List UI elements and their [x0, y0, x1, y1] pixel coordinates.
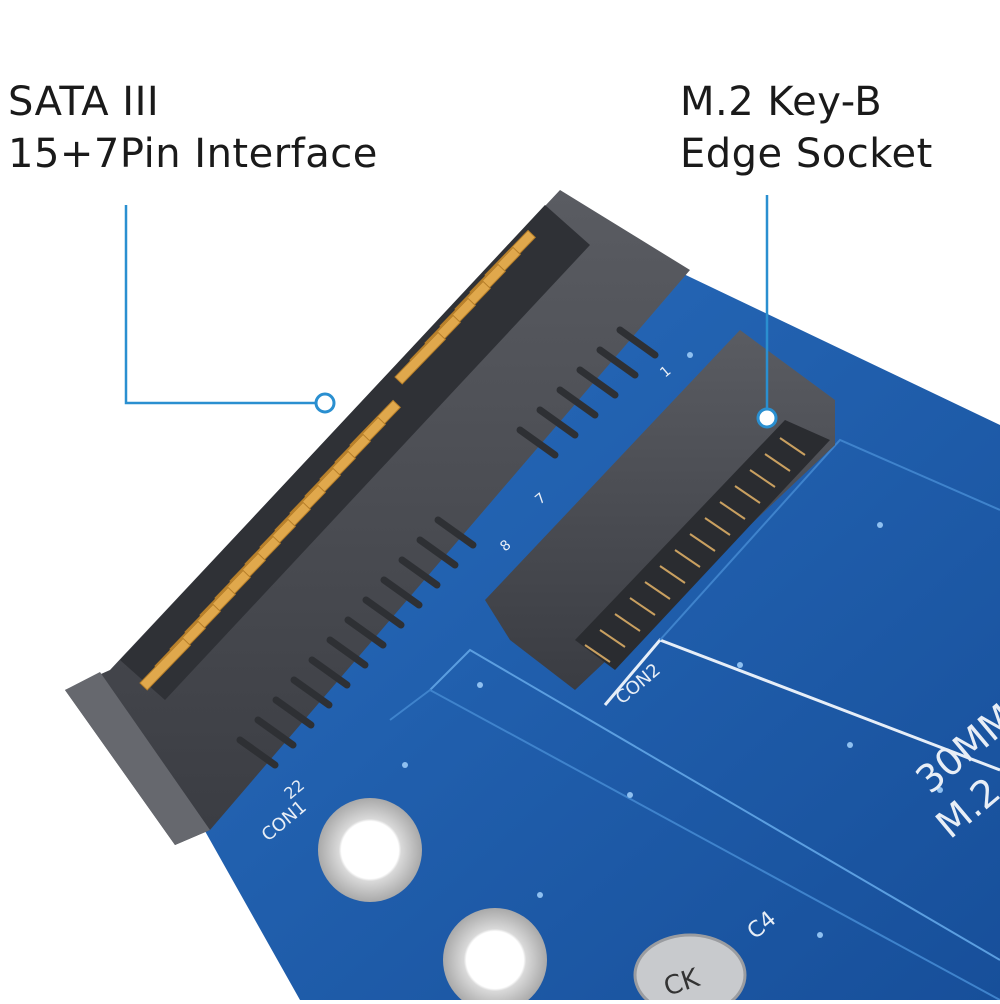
mounting-hole-1 — [318, 798, 422, 902]
m2-area-outline — [659, 438, 1000, 641]
m2-socket-housing — [485, 330, 835, 690]
pcb-vias — [402, 352, 943, 938]
capacitor — [633, 933, 747, 1004]
m2-callout-line1: M.2 Key-B — [680, 79, 883, 125]
sata-solder-leads — [236, 326, 659, 769]
sata-callout-label: SATA III 15+7Pin Interface — [8, 76, 378, 180]
m2-callout-dot — [756, 407, 778, 429]
m2-socket-pins — [584, 437, 806, 663]
sata-callout-line2: 15+7Pin Interface — [8, 131, 378, 177]
m2-callout-label: M.2 Key-B Edge Socket — [680, 76, 933, 180]
pcb-trace-1 — [429, 648, 1000, 961]
sata-callout-dot — [314, 392, 336, 414]
sata-callout-line1: SATA III — [8, 79, 160, 125]
pcb-trace-2 — [389, 688, 1000, 1001]
mounting-hole-2 — [443, 908, 547, 1004]
sata-connector-top — [65, 672, 210, 845]
sata-callout-line — [124, 205, 315, 405]
m2-callout-line2: Edge Socket — [680, 131, 933, 177]
sata-gold-pins — [139, 229, 536, 691]
m2-socket-slot — [575, 420, 830, 670]
sata-connector-housing — [65, 190, 690, 845]
